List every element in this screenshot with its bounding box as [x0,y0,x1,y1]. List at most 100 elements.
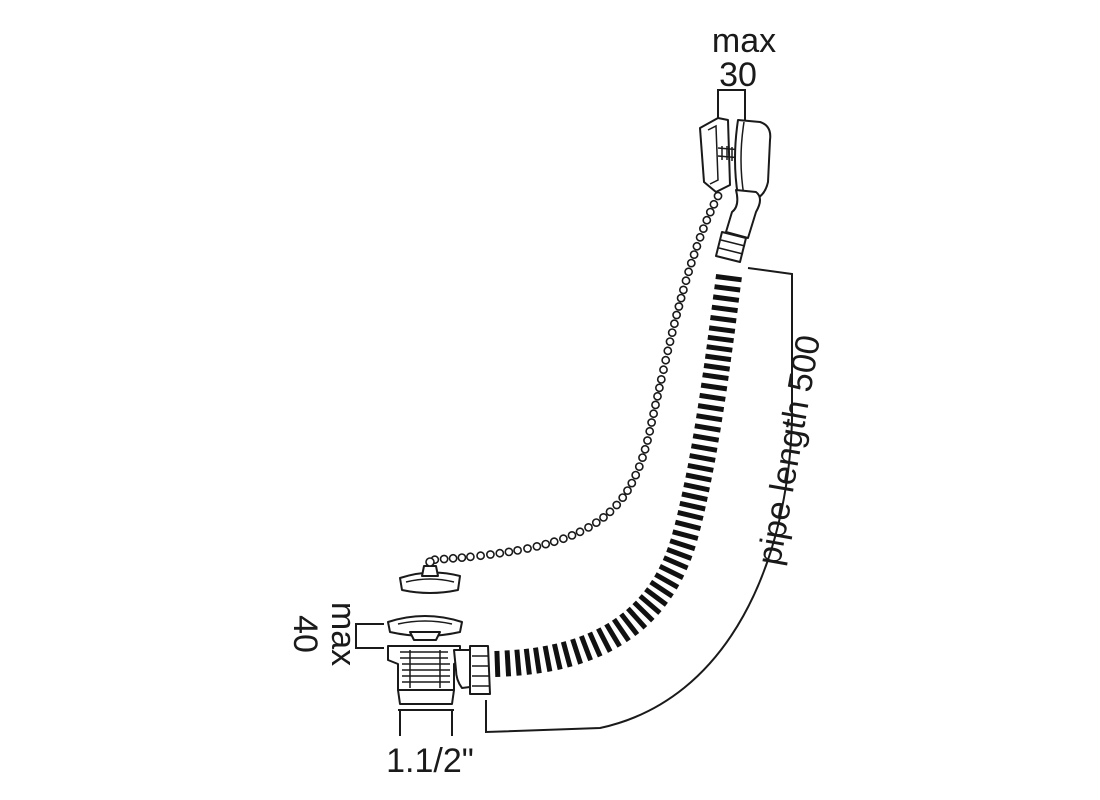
chain-bead [605,507,615,517]
pipe-rib [666,547,693,561]
pipe-rib [523,648,532,675]
pipe-rib [710,315,737,324]
pipe-rib [685,472,712,483]
pipe-rib [677,509,704,521]
chain-bead [643,436,652,445]
waste-dimension-bracket [355,623,384,649]
pipe-rib [644,587,668,607]
chain-bead [638,453,647,462]
pipe-rib [626,606,648,630]
chain-bead [465,552,475,562]
chain-bead [670,319,679,329]
chain-bead [653,391,662,401]
chain-bead [656,374,666,384]
chain-bead [575,527,585,537]
pipe-rib [542,645,553,672]
chain-bead [591,518,601,527]
pipe-rib [711,304,738,314]
chain-bead [476,551,485,561]
pipe-length-label: pipe length 500 [750,332,828,568]
pipe-rib [690,443,718,453]
chain-bead [713,191,723,201]
chain-bead [659,365,668,375]
pipe-rib [714,284,741,293]
pipe-rib [702,372,729,381]
chain-bead [679,285,688,295]
pipe-rib [699,392,726,402]
thread-size-label: 1.1/2" [386,742,474,780]
chain-bead [702,215,712,225]
waste-body [355,615,491,736]
chain-bead [684,267,693,277]
chain-bead [541,539,551,549]
pipe-rib [587,631,603,658]
chain-bead [623,486,632,495]
chain-bead [645,426,655,436]
pipe-rib [658,564,685,581]
chain-bead [661,355,671,365]
waste-max-label: max [324,602,362,666]
chain-bead [663,346,673,356]
pipe-rib [697,403,725,413]
chain-bead [495,548,505,558]
pipe-rib [687,462,714,473]
chain-bead [523,544,532,553]
chain-bead [631,470,641,480]
chain-bead [651,400,660,410]
flexible-pipe [494,274,742,677]
pipe-rib [654,572,680,590]
pipe-rib [619,612,640,637]
chain-bead [439,554,449,564]
pipe-rib [672,529,699,541]
pipe-rib [715,274,742,283]
chain-bead [504,547,514,557]
pipe-length-dimension-line [485,267,793,734]
chain-bead [676,293,686,303]
pipe-rib [681,491,708,502]
pipe-rib [551,643,563,670]
chain-bead [457,553,467,562]
overflow-dimension-bracket [717,89,746,120]
pipe-rib [533,647,542,674]
pipe-rib [700,382,728,392]
pipe-rib [704,353,732,363]
pipe-rib [694,423,721,433]
pipe-rib [560,641,573,668]
chain-bead [634,462,644,471]
chain-bead [485,550,495,559]
chain-bead [559,534,568,544]
chain-bead [532,542,542,551]
plug-stopper [399,557,461,594]
pipe-rib [514,649,522,676]
pipe-rib [696,413,723,423]
chain-bead [647,418,656,427]
pipe-rib [579,635,593,662]
chain-bead [672,310,681,320]
chain-bead [649,409,658,419]
pipe-rib [679,500,706,512]
pipe-rib [596,627,613,653]
pipe-rib [611,617,631,643]
chain-bead [686,258,696,268]
chain-bead [689,250,699,259]
pipe-rib [604,622,622,648]
pipe-rib [706,344,733,353]
chain-bead [584,523,593,532]
waste-max-value: 40 [286,615,324,653]
chain-bead [567,531,577,540]
overflow-max-label: max [712,22,776,60]
chain-bead [705,207,715,217]
chain-bead [692,241,702,251]
pipe-rib [674,519,702,532]
chain-bead [618,493,628,502]
pipe-rib [638,594,662,615]
pipe-rib [494,650,501,677]
chain-bead [640,444,650,454]
thread-dimension-bracket [398,709,454,736]
chain-bead [513,546,522,555]
pipe-rib [683,482,710,493]
chain-bead [448,553,458,563]
pipe-rib [707,334,734,344]
chain-bead [674,302,684,311]
pipe-rib [689,453,716,463]
